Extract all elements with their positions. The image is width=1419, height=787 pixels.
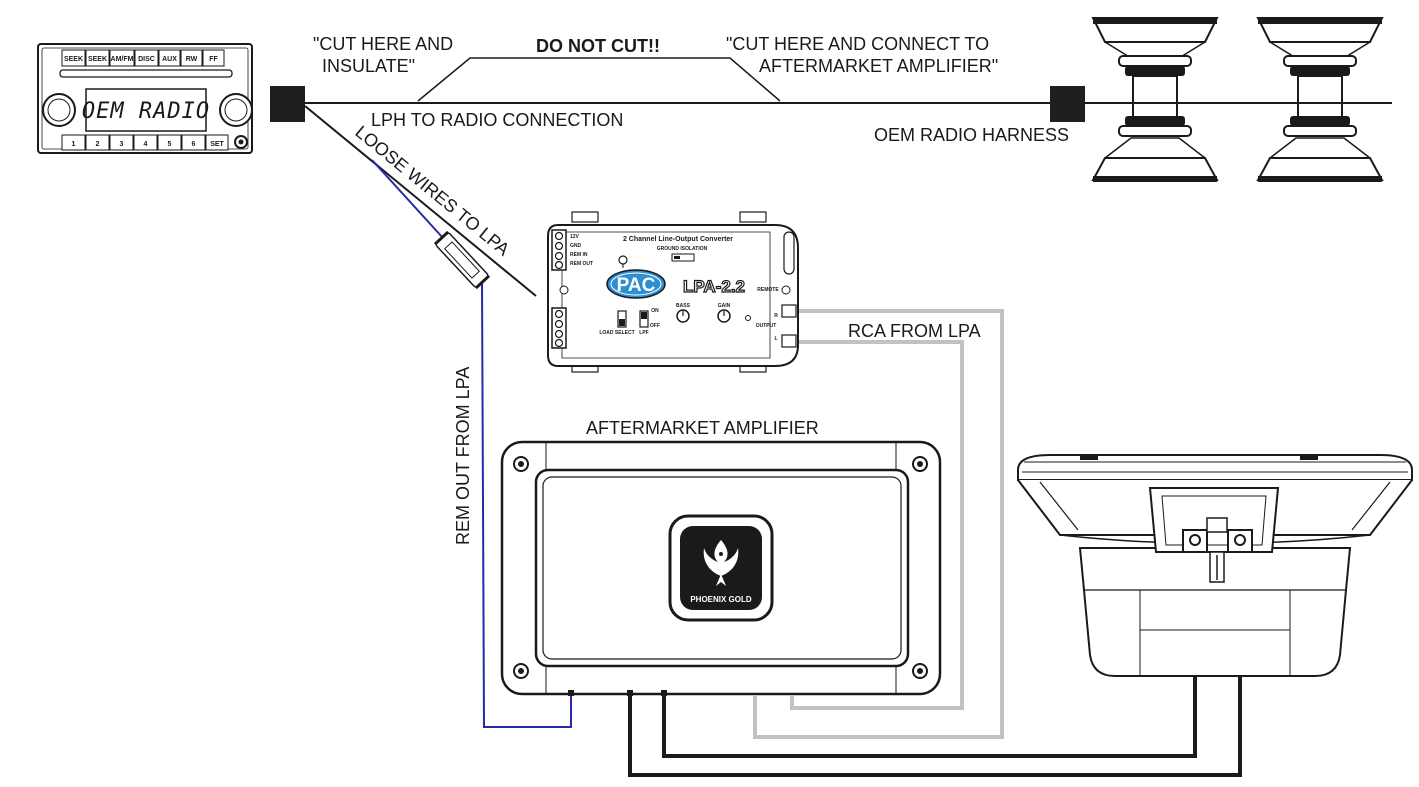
radio-button-seek: SEEK [61,49,86,67]
label-lph-connection: LPH TO RADIO CONNECTION [371,110,623,130]
oem-radio: SEEK SEEK AM/FM DISC AUX RW FF OEM RADIO 1 2 3 4 5… [37,43,253,154]
label-do-not-cut: DO NOT CUT!! [536,36,660,56]
svg-text:2: 2 [96,141,100,148]
label-amplifier: AFTERMARKET AMPLIFIER [586,418,819,438]
lpa-input-terminal [551,307,567,349]
lpa-terminal-labels: 12V GND REM IN REM OUT [570,234,593,267]
pac-logo-text: PAC [617,275,656,296]
label-loose-wires: LOOSE WIRES TO LPA [351,122,513,260]
harness-side-connector [1050,86,1085,122]
radio-preset-4: 4 [133,134,158,151]
radio-top-buttons: SEEK SEEK AM/FM DISC AUX RW FF [61,49,225,67]
do-not-cut-bracket [417,57,781,102]
radio-display [85,88,207,132]
label-rca-from-lpa: RCA FROM LPA [848,321,981,341]
loose-wire [304,105,537,297]
svg-text:FF: FF [209,56,218,63]
radio-display-text: OEM RADIO [82,99,210,124]
label-cut-connect-2: AFTERMARKET AMPLIFIER" [759,56,998,76]
lpa-title: 2 Channel Line-Output Converter [623,236,733,243]
label-cut-insulate-2: INSULATE" [322,56,415,76]
lpa-rca-left [781,334,797,348]
lpa-bass: BASS [676,303,691,309]
cd-slot [59,69,233,78]
radio-button-disc: DISC [134,49,159,67]
amp-screws [513,456,928,679]
radio-preset-5: 5 [157,134,182,151]
svg-text:SEEK: SEEK [88,56,107,63]
aftermarket-amplifier: PHOENIX GOLD [500,440,942,696]
radio-preset-buttons: 1 2 3 4 5 6 SET [61,134,229,151]
speaker-left [1091,17,1219,182]
rem-out-wire-lower [481,280,572,728]
lpa-gain: GAIN [718,303,731,309]
radio-preset-1: 1 [61,134,86,151]
radio-button-rw: RW [180,49,203,67]
svg-text:SEEK: SEEK [64,56,83,63]
lpa-on: ON [651,308,659,314]
svg-text:DISC: DISC [138,56,155,63]
label-rem-out: REM OUT FROM LPA [453,367,473,545]
svg-text:4: 4 [144,141,148,148]
lpa-led [618,255,628,265]
lpa-ground-isolation: GROUND ISOLATION [657,246,708,252]
lpa-remote-label: REMOTE [757,287,779,293]
lpa-lpf: LPF [639,330,648,336]
svg-text:5: 5 [168,141,172,148]
lpa-channel-l: L [774,336,777,342]
pac-logo: PAC [606,269,666,299]
svg-text:AM/FM: AM/FM [111,56,134,63]
phoenix-icon [703,540,739,586]
subwoofer [1017,454,1413,677]
rem-out-wire [371,159,444,239]
radio-preset-2: 2 [85,134,110,151]
svg-text:SET: SET [210,141,224,148]
lpa-terminal-label: REM IN [570,252,588,258]
radio-preset-6: 6 [181,134,206,151]
door-speakers [1085,17,1392,182]
radio-button-seek: SEEK [85,49,110,67]
lpa-terminal-label: 12V [570,234,580,240]
rca-cable-outer [753,309,1004,739]
lpa-terminal-label: GND [570,243,582,249]
inline-fuse [433,230,491,290]
lpa-model: LPA-2.2 [683,277,745,296]
svg-text:1: 1 [72,141,76,148]
svg-text:AUX: AUX [162,56,177,63]
lpa-terminal-label: REM OUT [570,261,593,267]
lpa-output: OUTPUT [756,323,777,329]
amp-brand: PHOENIX GOLD [690,595,752,604]
radio-button-aux: AUX [158,49,181,67]
lpa-off: OFF [650,323,660,329]
radio-side-connector [270,86,305,122]
radio-button-amfm: AM/FM [109,49,135,67]
svg-text:3: 3 [120,141,124,148]
label-oem-harness: OEM RADIO HARNESS [874,125,1069,145]
radio-preset-set: SET [205,134,229,151]
radio-preset-3: 3 [109,134,134,151]
lpa-channel-r: R [774,313,778,319]
svg-text:RW: RW [186,56,198,63]
sub-terminals [1182,517,1253,583]
lpa-rca-right [781,304,797,318]
lpa-converter: 2 Channel Line-Output Converter 12V GND RE… [547,211,799,373]
speaker-right [1256,17,1384,182]
svg-text:6: 6 [192,141,196,148]
lpa-load-select: LOAD SELECT [599,330,634,336]
radio-button-ff: FF [202,49,225,67]
rca-cable-inner [790,340,964,710]
label-cut-connect-1: "CUT HERE AND CONNECT TO [726,34,989,54]
label-cut-insulate-1: "CUT HERE AND [313,34,453,54]
lpa-power-terminal [551,229,567,271]
